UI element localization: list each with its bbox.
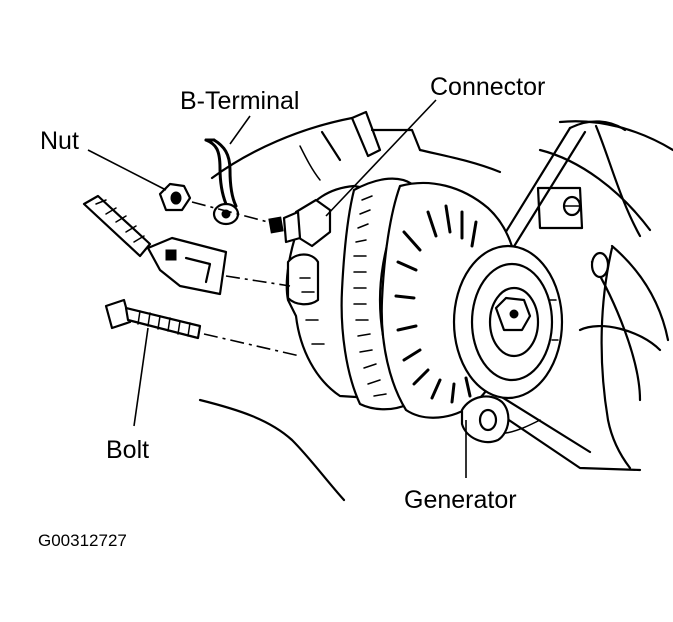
engine-block-outline <box>198 110 541 502</box>
crank-pulley <box>538 120 673 470</box>
leader-bolt <box>133 327 149 427</box>
figure-id: G00312727 <box>38 531 127 550</box>
label-nut: Nut <box>40 127 79 155</box>
generator-pulley <box>452 244 564 400</box>
bolt <box>104 298 202 340</box>
label-bolt: Bolt <box>106 436 149 464</box>
label-b-terminal: B-Terminal <box>180 87 299 115</box>
label-connector: Connector <box>430 73 545 101</box>
label-generator: Generator <box>404 486 517 514</box>
nut <box>158 182 192 212</box>
bracket-bolt <box>536 186 584 230</box>
leader-nut <box>87 149 167 191</box>
wiring-harness <box>82 194 228 296</box>
leader-b-terminal <box>229 115 251 145</box>
b-terminal-cable <box>204 138 240 226</box>
leader-lines <box>87 99 467 478</box>
rear-terminals <box>268 198 332 248</box>
assembly-centerlines <box>191 201 301 357</box>
leader-connector <box>325 99 437 217</box>
